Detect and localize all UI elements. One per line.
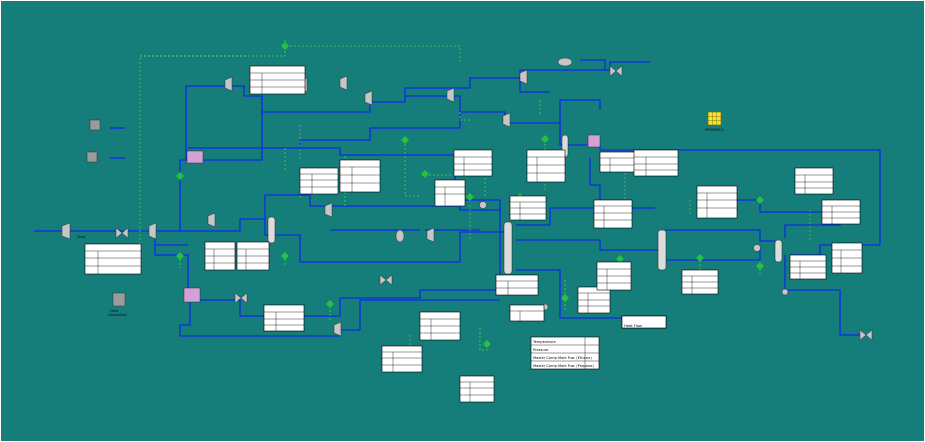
data-table [509, 195, 547, 221]
feed-calculation-line-1: Feed [110, 309, 118, 313]
feed-stream-label: Feed [77, 235, 85, 239]
heat-exchanger-icon [479, 201, 487, 209]
adjust-icon [756, 196, 764, 204]
adjust-icon [756, 262, 764, 270]
adjust-icon [281, 42, 289, 50]
valve-icon [615, 65, 623, 77]
valve-icon [240, 292, 248, 304]
data-table [495, 274, 539, 296]
heat-flow-table: Heat Flow [621, 315, 667, 329]
data-table [434, 179, 466, 207]
data-table [526, 149, 566, 183]
data-table [453, 149, 493, 177]
feed-calculation-icon [112, 292, 126, 307]
data-table [794, 167, 834, 195]
adjust-icon [176, 252, 184, 260]
data-table [263, 304, 305, 332]
compressor-icon [339, 75, 348, 91]
adjust-icon [466, 193, 474, 201]
adjust-icon [326, 300, 334, 308]
data-table [419, 311, 461, 341]
compressor-icon [502, 112, 511, 128]
adjust-icon [616, 255, 624, 263]
adjust-icon [696, 254, 704, 262]
compressor-icon [224, 76, 233, 92]
data-table [459, 375, 495, 403]
column-icon [657, 229, 667, 271]
adjust-icon [421, 170, 429, 178]
data-table [696, 185, 738, 219]
columns [267, 134, 783, 275]
heat-flow-label: Heat Flow [624, 324, 642, 328]
stream-input-icon [89, 119, 101, 131]
pump-icon [781, 288, 789, 296]
data-table [299, 167, 339, 195]
valve-icon [234, 292, 242, 304]
data-table [249, 65, 306, 95]
compressor-icon [333, 321, 342, 337]
data-table [204, 241, 236, 271]
separator-icon [395, 229, 405, 243]
data-table [681, 269, 719, 295]
column-icon [267, 216, 276, 244]
compressor-icon [446, 87, 455, 103]
summary-row-pressure: Pressure [533, 348, 549, 352]
adjust-icon [176, 172, 184, 180]
valve-icon [121, 227, 129, 239]
data-table [599, 151, 639, 173]
data-table [577, 286, 611, 314]
data-table [509, 304, 545, 322]
data-table [339, 159, 381, 193]
adjust-icon [541, 135, 549, 143]
compressor-icon [426, 227, 435, 243]
compressor-icon [519, 69, 528, 85]
valves [115, 65, 873, 341]
valve-icon [379, 274, 387, 286]
data-table [381, 345, 423, 373]
spreadsheet-icon[interactable] [707, 111, 722, 126]
valve-icon [865, 329, 873, 341]
data-table [593, 199, 633, 229]
compressor-icon [324, 202, 333, 218]
data-table [831, 242, 863, 274]
heat-exchanger-icon [186, 150, 204, 164]
summary-row-temperature: Temperature [532, 340, 557, 344]
compressor-icon [148, 222, 157, 240]
data-table [596, 261, 632, 291]
summary-table: Temperature Pressure Master Comp Mole Fr… [530, 336, 600, 370]
adjust-icon [281, 252, 289, 260]
column-icon [503, 221, 513, 275]
data-tables [84, 65, 863, 403]
summary-row-ethane: Master Comp Mole Frac (Ethane) [533, 356, 592, 360]
compressor-icon [207, 212, 216, 228]
material-streams [34, 59, 881, 337]
compressor-icon [61, 222, 71, 240]
valve-icon [385, 274, 393, 286]
spreadsheet-label: SPRDSHT-1 [705, 128, 724, 132]
adjust-icon [401, 136, 409, 144]
heat-exchanger-icon [753, 244, 761, 252]
feed-calculation-line-2: Calculation [108, 313, 127, 317]
data-table [633, 149, 679, 177]
data-table [821, 199, 861, 225]
stream-input-icon [86, 151, 98, 163]
adjust-icon [483, 340, 491, 348]
adjust-icon [561, 294, 569, 302]
valve-icon [609, 65, 617, 77]
data-table [84, 243, 142, 275]
heat-exchanger-icon [183, 287, 201, 303]
valve-icon [115, 227, 123, 239]
separator-icon [557, 57, 573, 67]
summary-row-propane: Master Comp Mole Frac (Propane) [533, 364, 594, 368]
data-table [236, 241, 270, 271]
valve-icon [859, 329, 867, 341]
data-table [789, 254, 827, 280]
compressor-icon [364, 90, 373, 106]
heat-exchanger-icon [587, 134, 601, 148]
feed-calculation-label: Feed Calculation [108, 309, 127, 317]
column-icon [774, 239, 783, 263]
separators-pumps [86, 57, 789, 311]
